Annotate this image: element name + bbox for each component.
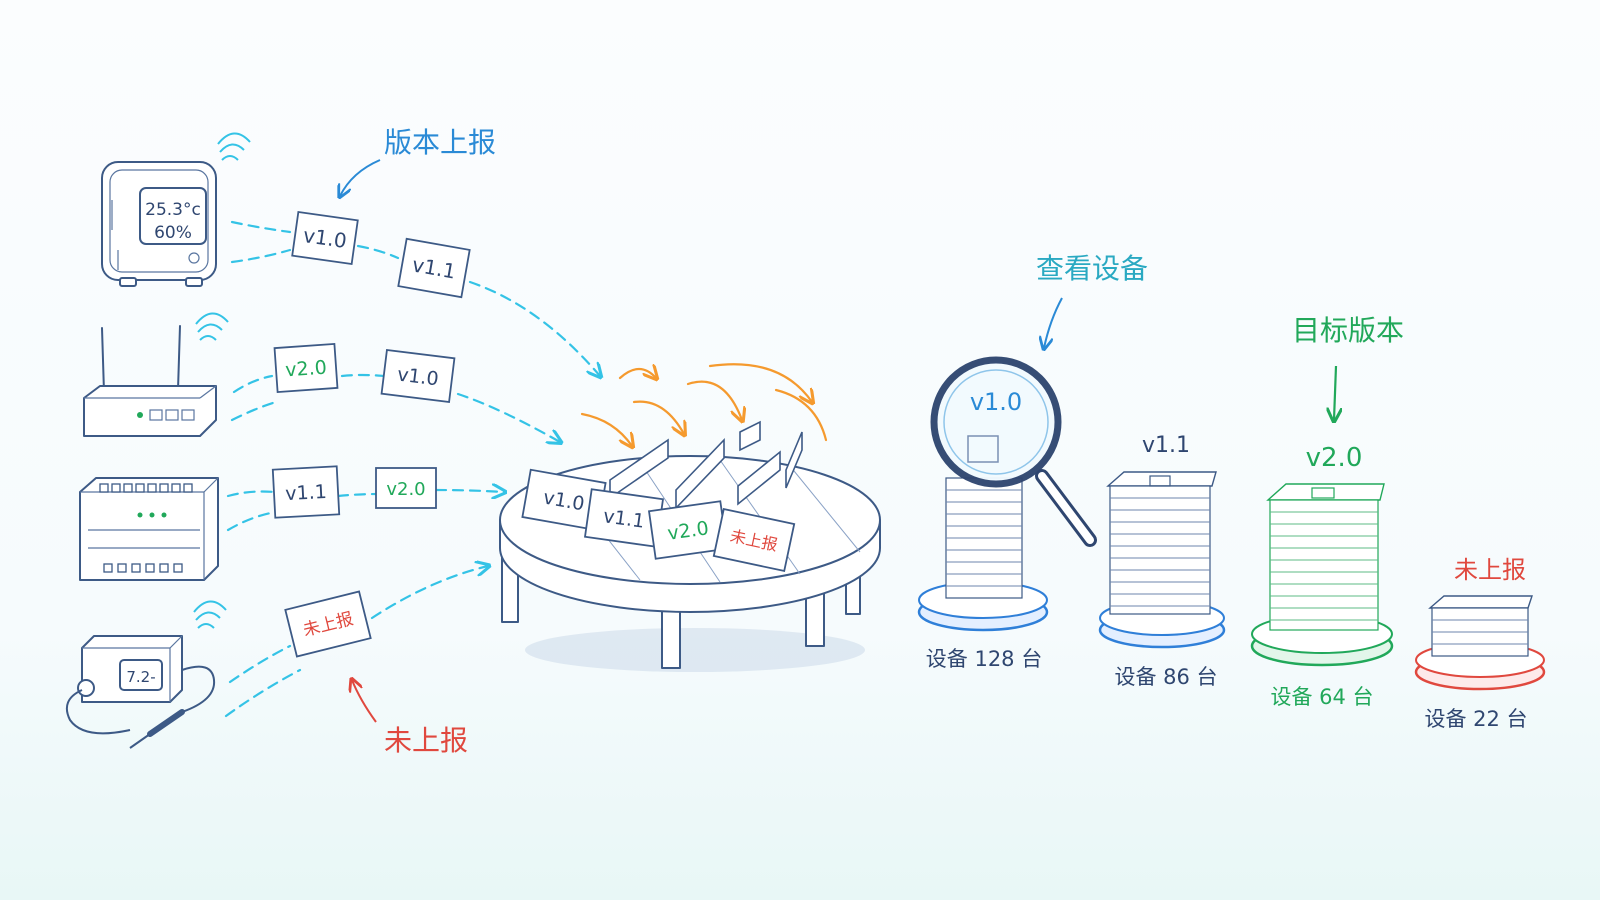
table-version-card: 未上报 xyxy=(712,507,796,573)
target-version-arrow xyxy=(1334,365,1336,420)
stack-count: 设备 128 台 xyxy=(926,647,1042,671)
stack-version: v1.1 xyxy=(1142,433,1190,458)
sensor-screen-humidity: 60% xyxy=(154,223,192,243)
sorting-arrows xyxy=(580,363,828,446)
magnifier-version: v1.0 xyxy=(970,388,1022,416)
stack-v1-0: 设备 128 台 xyxy=(917,477,1049,671)
device-version-card: v2.0 xyxy=(375,467,437,509)
card-label: v2.0 xyxy=(386,479,425,500)
device-version-card: v1.0 xyxy=(291,211,359,265)
wifi-icon xyxy=(195,312,229,341)
report-annotation: 版本上报 xyxy=(384,126,496,159)
stack-version: 未上报 xyxy=(1454,556,1526,584)
stack-count: 设备 86 台 xyxy=(1114,665,1217,689)
magnifier-icon: v1.0 xyxy=(930,356,1097,547)
card-label: v1.1 xyxy=(285,481,328,505)
not-reported-arrow xyxy=(352,680,377,723)
temperature-sensor-device: 25.3°c 60% xyxy=(101,132,251,287)
stack-v1-1: v1.1 设备 86 台 xyxy=(1098,433,1226,689)
wifi-icon xyxy=(217,132,251,161)
stack-v2-0: v2.0 设备 64 台 xyxy=(1250,443,1394,709)
probe-screen-value: 7.2- xyxy=(126,668,155,686)
stack-not-reported: 未上报 设备 22 台 xyxy=(1414,556,1546,731)
stack-count: 设备 64 台 xyxy=(1270,685,1373,709)
router-device xyxy=(83,312,229,437)
report-arrow xyxy=(340,159,381,196)
card-label: v1.0 xyxy=(396,364,440,391)
report-flow-arrows xyxy=(224,220,600,718)
stack-count: 设备 22 台 xyxy=(1424,707,1527,731)
sensor-screen-temp: 25.3°c xyxy=(145,200,201,220)
not-reported-annotation: 未上报 xyxy=(384,724,468,757)
table-version-card: v1.0 xyxy=(521,468,607,532)
view-devices-arrow xyxy=(1044,297,1063,348)
plc-controller-device xyxy=(79,477,219,581)
wifi-icon xyxy=(193,600,227,629)
device-version-card: v1.0 xyxy=(380,349,456,403)
table-version-card: v1.1 xyxy=(583,488,665,548)
probe-sensor-device: 7.2- xyxy=(66,600,227,749)
device-version-card: 未上报 xyxy=(284,590,372,658)
view-devices-annotation: 查看设备 xyxy=(1036,252,1148,285)
target-version-annotation: 目标版本 xyxy=(1292,314,1404,347)
device-version-card: v1.1 xyxy=(397,237,471,299)
stack-version: v2.0 xyxy=(1306,443,1363,473)
table-version-card: v2.0 xyxy=(647,500,729,560)
device-version-card: v2.0 xyxy=(273,343,339,393)
card-label: v2.0 xyxy=(285,357,328,382)
device-version-card: v1.1 xyxy=(271,465,341,519)
